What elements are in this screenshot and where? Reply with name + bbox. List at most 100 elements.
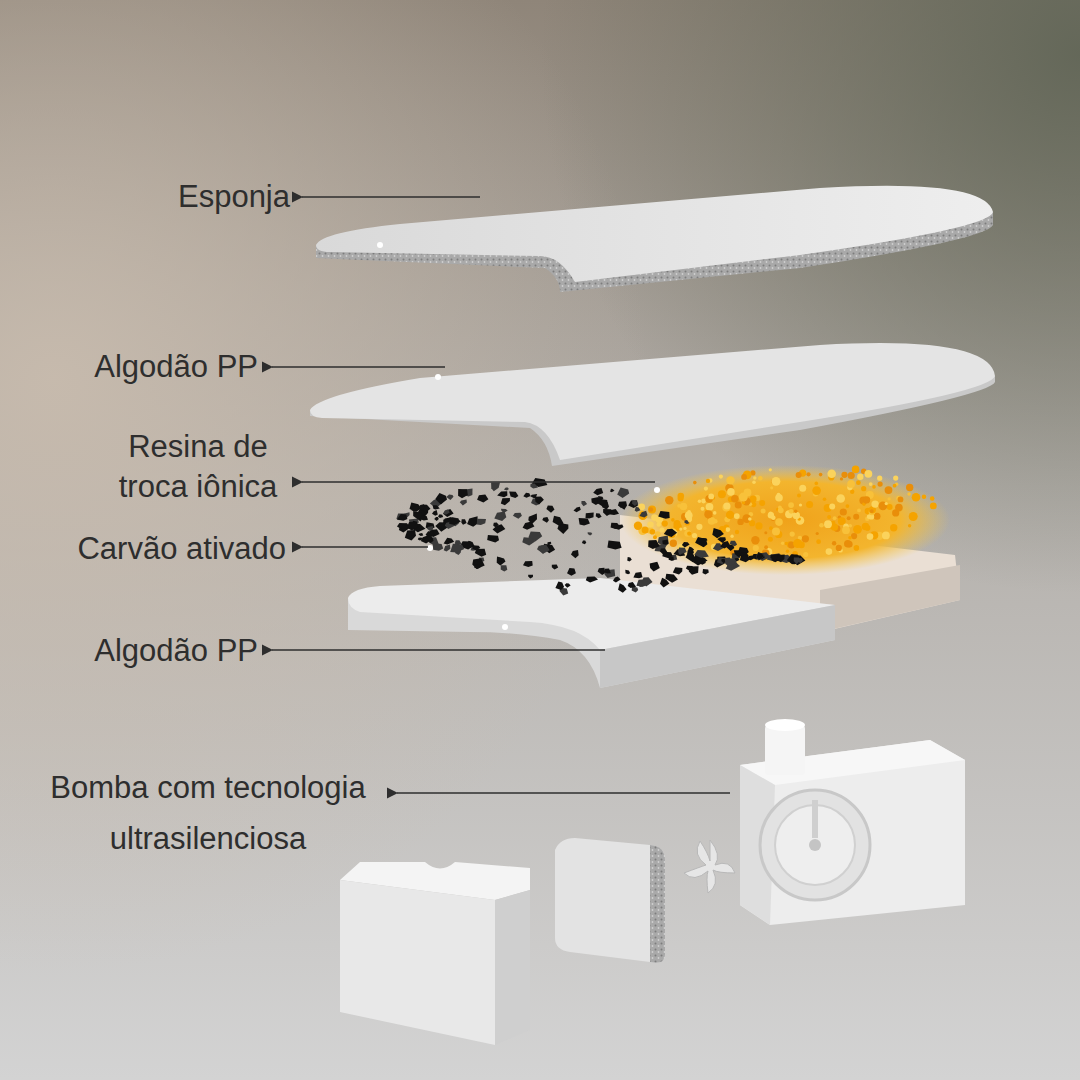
resin-bead: [696, 524, 702, 530]
resin-bead: [888, 497, 891, 500]
resin-bead: [634, 522, 642, 530]
resin-bead: [872, 485, 876, 489]
resin-bead: [846, 504, 850, 508]
carbon-granule: [445, 519, 450, 523]
resin-bead: [786, 549, 790, 553]
resin-bead: [849, 524, 853, 528]
resin-bead: [768, 512, 774, 518]
resin-bead: [753, 545, 759, 551]
resin-bead: [840, 508, 847, 515]
resin-bead: [647, 521, 653, 527]
carbon-granule: [611, 523, 619, 529]
resin-bead: [730, 535, 733, 538]
carbon-granule: [642, 577, 653, 586]
carbon-granule: [418, 504, 425, 510]
resin-bead: [651, 514, 657, 520]
carbon-granule: [528, 514, 537, 525]
carbon-granule: [610, 489, 614, 493]
resin-bead: [781, 542, 785, 546]
carbon-granule: [579, 518, 590, 525]
resin-bead: [853, 525, 862, 534]
carbon-granule: [418, 538, 423, 541]
resin-bead: [726, 476, 734, 484]
resin-bead: [898, 497, 904, 503]
carbon-granule: [493, 522, 499, 527]
carbon-granule: [497, 557, 502, 562]
carbon-granule: [660, 548, 667, 554]
resin-bead: [865, 470, 873, 478]
carbon-granule: [793, 555, 806, 565]
carbon-granule: [695, 537, 707, 547]
resin-bead: [775, 518, 783, 526]
resin-bead: [649, 507, 654, 512]
resin-bead: [816, 539, 821, 544]
resin-bead: [764, 531, 767, 534]
carbon-granule: [756, 553, 764, 561]
leader-lines: [272, 197, 730, 793]
carbon-granule: [444, 544, 451, 551]
carbon-granule: [458, 489, 468, 498]
resin-bead: [741, 474, 747, 480]
carbon-granule: [605, 569, 616, 578]
resin-bead: [723, 502, 730, 509]
resin-bead: [854, 545, 860, 551]
resin-bead: [848, 472, 855, 479]
resin-bead: [812, 486, 821, 495]
carbon-granule: [535, 496, 544, 504]
carbon-granule: [682, 542, 690, 548]
resin-bead: [790, 532, 795, 537]
resin-bead: [879, 501, 888, 510]
carbon-granule: [546, 506, 554, 513]
resin-bead: [909, 512, 918, 521]
resin-bead: [887, 504, 893, 510]
carbon-granule: [582, 540, 586, 544]
resin-bead: [768, 537, 773, 542]
resin-bead: [692, 533, 697, 538]
resin-bead: [706, 479, 710, 483]
resin-bead: [844, 540, 852, 548]
resin-bead: [778, 507, 784, 513]
carbon-granule: [474, 564, 480, 569]
resin-bead: [823, 498, 827, 502]
sponge-layer: [316, 186, 993, 292]
carbon-granule: [664, 529, 677, 537]
carbon-granule: [740, 555, 751, 563]
carbon-granule: [712, 528, 724, 538]
resin-bead: [857, 474, 863, 480]
resin-bead: [718, 490, 726, 498]
resin-bead: [701, 507, 705, 511]
carbon-granule: [730, 541, 737, 547]
carbon-granule: [635, 507, 641, 512]
carbon-granule: [475, 549, 486, 557]
carbon-granule: [444, 538, 455, 545]
resin-bead: [660, 528, 665, 533]
carbon-granule: [497, 556, 506, 565]
carbon-granule: [598, 496, 603, 501]
carbon-granule: [426, 531, 435, 537]
carbon-granule: [435, 493, 447, 505]
carbon-granule: [501, 565, 508, 571]
carbon-granule: [460, 500, 467, 506]
resin-bead: [827, 515, 831, 519]
resin-bead: [751, 536, 759, 544]
resin-bead: [797, 494, 801, 498]
resin-bead: [793, 539, 802, 548]
carbon-granule: [607, 540, 621, 549]
carbon-granule: [405, 530, 416, 541]
resin-bead: [775, 494, 783, 502]
resin-bead: [836, 494, 845, 503]
resin-bead: [826, 548, 833, 555]
carbon-granule: [770, 554, 777, 561]
carbon-granule: [467, 516, 478, 526]
carbon-granule: [686, 552, 696, 562]
resin-bead: [713, 511, 717, 515]
resin-bead: [799, 485, 806, 492]
resin-bead: [719, 475, 723, 479]
resin-bead: [907, 492, 911, 496]
resin-bead: [789, 509, 794, 514]
carbon-granule: [497, 491, 507, 497]
resin-bead: [772, 528, 780, 536]
resin-bead: [648, 505, 656, 513]
resin-bead: [755, 522, 762, 529]
resin-bead: [847, 516, 851, 520]
